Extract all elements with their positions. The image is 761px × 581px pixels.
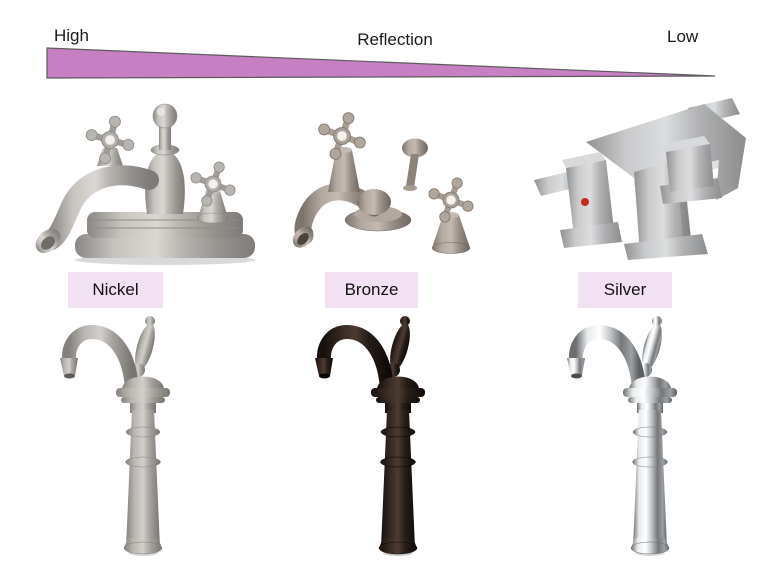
faucet-image-vessel-bronze xyxy=(293,310,443,560)
scale-low-label: Low xyxy=(667,27,699,46)
material-label-bronze: Bronze xyxy=(325,272,418,308)
gooseneck-spout-icon xyxy=(316,324,394,397)
scale-high-label: High xyxy=(54,26,89,45)
material-label-nickel: Nickel xyxy=(68,272,163,308)
reflection-wedge-icon xyxy=(46,47,716,79)
red-dot-indicator-icon xyxy=(581,198,589,206)
lever-handle-icon xyxy=(390,323,410,371)
material-label-text: Silver xyxy=(603,280,647,299)
lever-handle-icon xyxy=(135,323,155,371)
material-label-silver: Silver xyxy=(578,272,672,308)
axis-title: Reflection xyxy=(357,30,433,49)
gooseneck-spout-icon xyxy=(61,324,139,397)
faucet-image-centerset-nickel xyxy=(15,88,260,268)
gooseneck-spout-icon xyxy=(568,324,646,397)
faucet-image-widespread-bronze xyxy=(268,96,493,258)
faucet-image-vessel-chrome xyxy=(545,310,695,560)
material-label-text: Bronze xyxy=(344,280,399,299)
lever-handle-icon xyxy=(642,323,662,371)
cross-handle-icon xyxy=(428,177,474,223)
faucet-image-modern-silver xyxy=(522,84,754,264)
cross-handle-icon xyxy=(85,115,135,165)
faucet-image-vessel-nickel xyxy=(38,310,188,560)
cross-handle-icon xyxy=(190,161,236,207)
material-label-text: Nickel xyxy=(92,280,139,299)
cross-handle-icon xyxy=(318,112,366,160)
